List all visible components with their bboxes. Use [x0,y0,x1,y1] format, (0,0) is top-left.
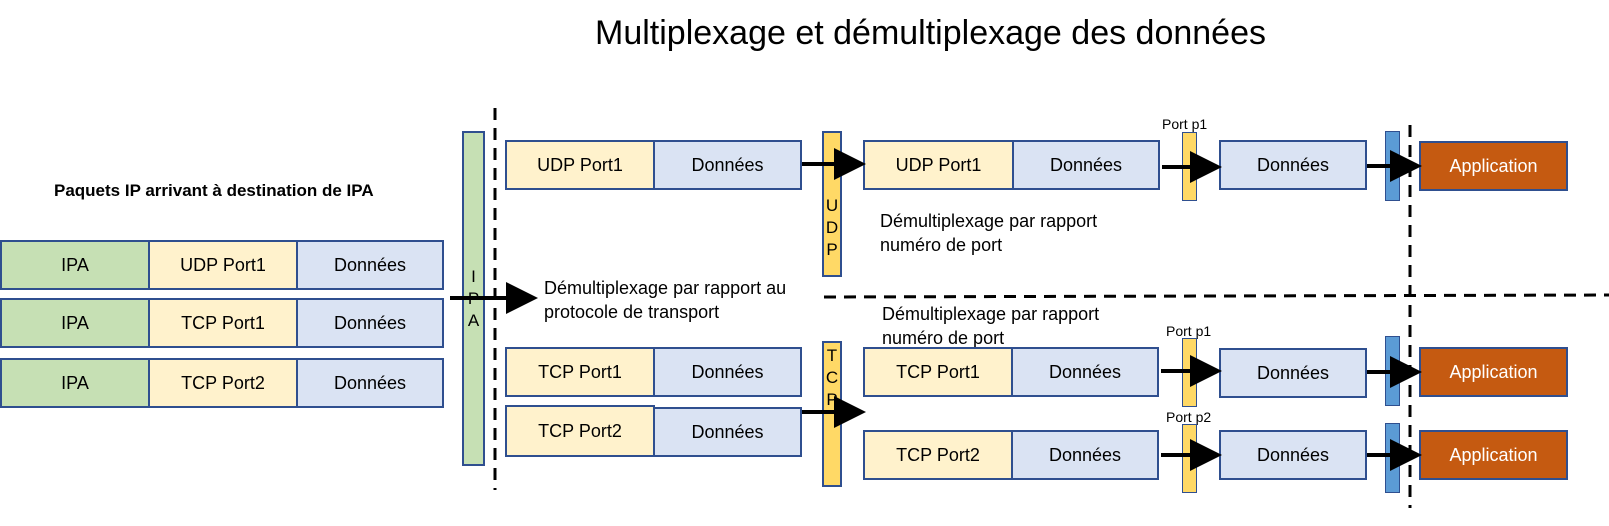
udp-letter: D [825,218,839,237]
udp-letter: U [825,196,839,215]
port-label: Port p2 [1166,409,1212,425]
dashed-separator-horizontal [823,293,1609,299]
ip-demux-note: Démultiplexage par rapport au protocole … [544,278,787,322]
packet-port-cell: TCP Port1 [148,298,298,348]
packet-data-cell: Données [296,240,444,290]
payload-cell: Données [1219,430,1367,480]
segment-port-cell: TCP Port2 [505,405,655,457]
udp-letter: P [826,240,838,259]
segment-data-cell: Données [653,407,802,457]
udp-branch-port-cell: UDP Port1 [863,140,1014,190]
application-box: Application [1419,347,1568,397]
port-label: Port p1 [1162,116,1208,132]
port-label: Port p1 [1166,323,1212,339]
udp-branch-data-cell: Données [1012,140,1160,190]
ip-layer-letter: I [471,266,476,286]
udp-demux-note: Démultiplexage par rapport numéro de por… [880,211,1098,255]
payload-cell: Données [1219,140,1367,190]
application-box: Application [1419,430,1568,480]
packet-port-cell: UDP Port1 [148,240,298,290]
packet-data-cell: Données [296,298,444,348]
tcp-letter: T [826,346,838,365]
payload-cell: Données [1219,348,1367,398]
application-box: Application [1419,141,1568,191]
segment-data-cell: Données [653,140,802,190]
packet-ip-cell: IPA [0,358,150,408]
ip-layer-letter: A [467,310,480,330]
tcp-letter: C [825,368,839,387]
packet-port-cell: TCP Port2 [148,358,298,408]
udp-layer-bar: U D P [822,131,842,277]
tcp-branch-data-cell: Données [1011,430,1159,480]
packet-data-cell: Données [296,358,444,408]
subtitle: Paquets IP arrivant à destination de IPA [54,181,374,200]
segment-port-cell: UDP Port1 [505,140,655,190]
tcp-branch-port-cell: TCP Port2 [863,430,1013,480]
tcp-demux-note: Démultiplexage par rapport numéro de por… [882,304,1100,348]
segment-data-cell: Données [653,347,802,397]
tcp-branch-data-cell: Données [1011,347,1159,397]
tcp-letter: P [826,390,838,409]
segment-port-cell: TCP Port1 [505,347,655,397]
packet-ip-cell: IPA [0,240,150,290]
page-title: Multiplexage et démultiplexage des donné… [595,14,1267,52]
